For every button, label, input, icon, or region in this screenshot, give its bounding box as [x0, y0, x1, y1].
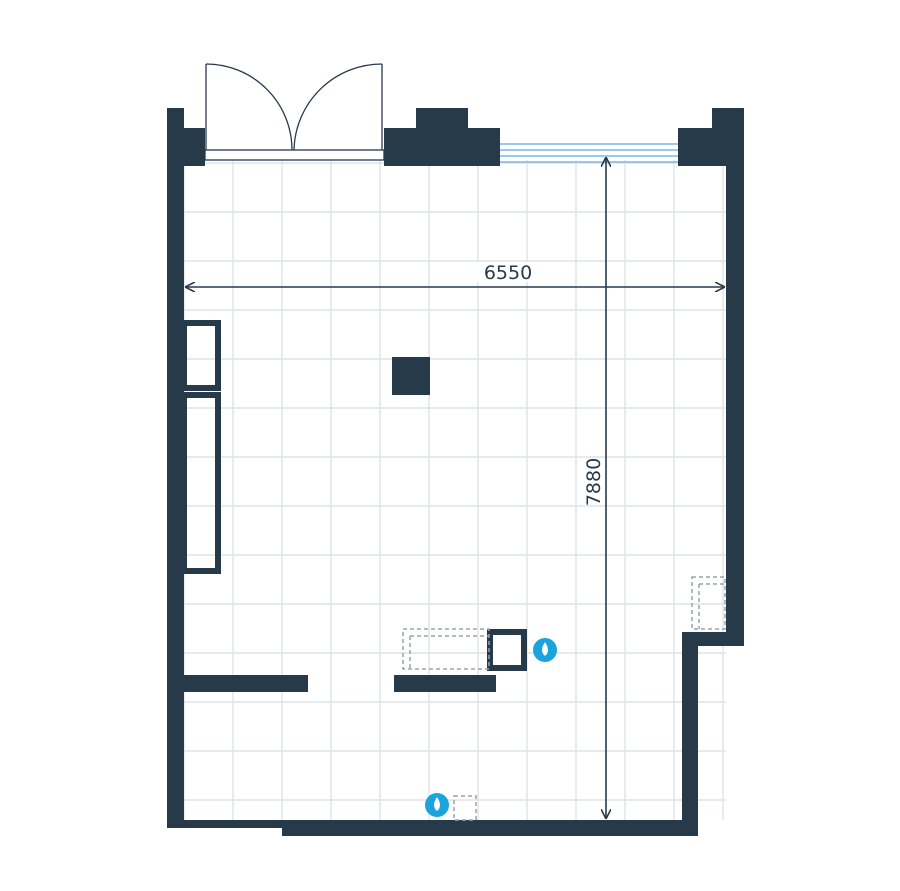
partition-wall	[394, 675, 496, 692]
bottom-wall	[282, 820, 698, 836]
column	[392, 357, 430, 395]
partition-wall	[184, 675, 308, 692]
floor-tile-grid	[183, 160, 726, 820]
counter-outline	[402, 628, 490, 670]
bottom-wall	[167, 820, 282, 828]
width-label: 6550	[484, 262, 532, 284]
right-lower-wall	[682, 632, 698, 836]
water-point-icon	[533, 638, 557, 662]
counter-outline-inner	[409, 635, 489, 668]
door-swing-right	[293, 63, 383, 151]
cabinet-lower	[181, 392, 221, 574]
top-pier	[416, 108, 468, 166]
drain-outline	[453, 795, 477, 821]
left-wall-cap	[167, 128, 205, 166]
appliance-outline-inner	[698, 583, 725, 629]
double-door[interactable]	[204, 63, 385, 161]
width-dimension: 6550	[186, 262, 724, 287]
height-dimension: 7880	[583, 158, 606, 818]
height-label: 7880	[583, 458, 605, 506]
top-window	[500, 143, 678, 163]
door-frame	[204, 149, 385, 161]
right-top-pier	[678, 128, 744, 166]
dashed-fixtures	[402, 576, 726, 821]
walls	[167, 108, 744, 836]
cabinet-upper	[181, 320, 221, 391]
left-wall	[167, 108, 184, 828]
right-upper-wall	[726, 108, 744, 646]
appliance-outline	[691, 576, 726, 630]
water-point-icon	[425, 793, 449, 817]
wall-cabinets	[181, 320, 221, 574]
sink-unit	[487, 629, 527, 671]
door-swing-left	[205, 63, 293, 151]
